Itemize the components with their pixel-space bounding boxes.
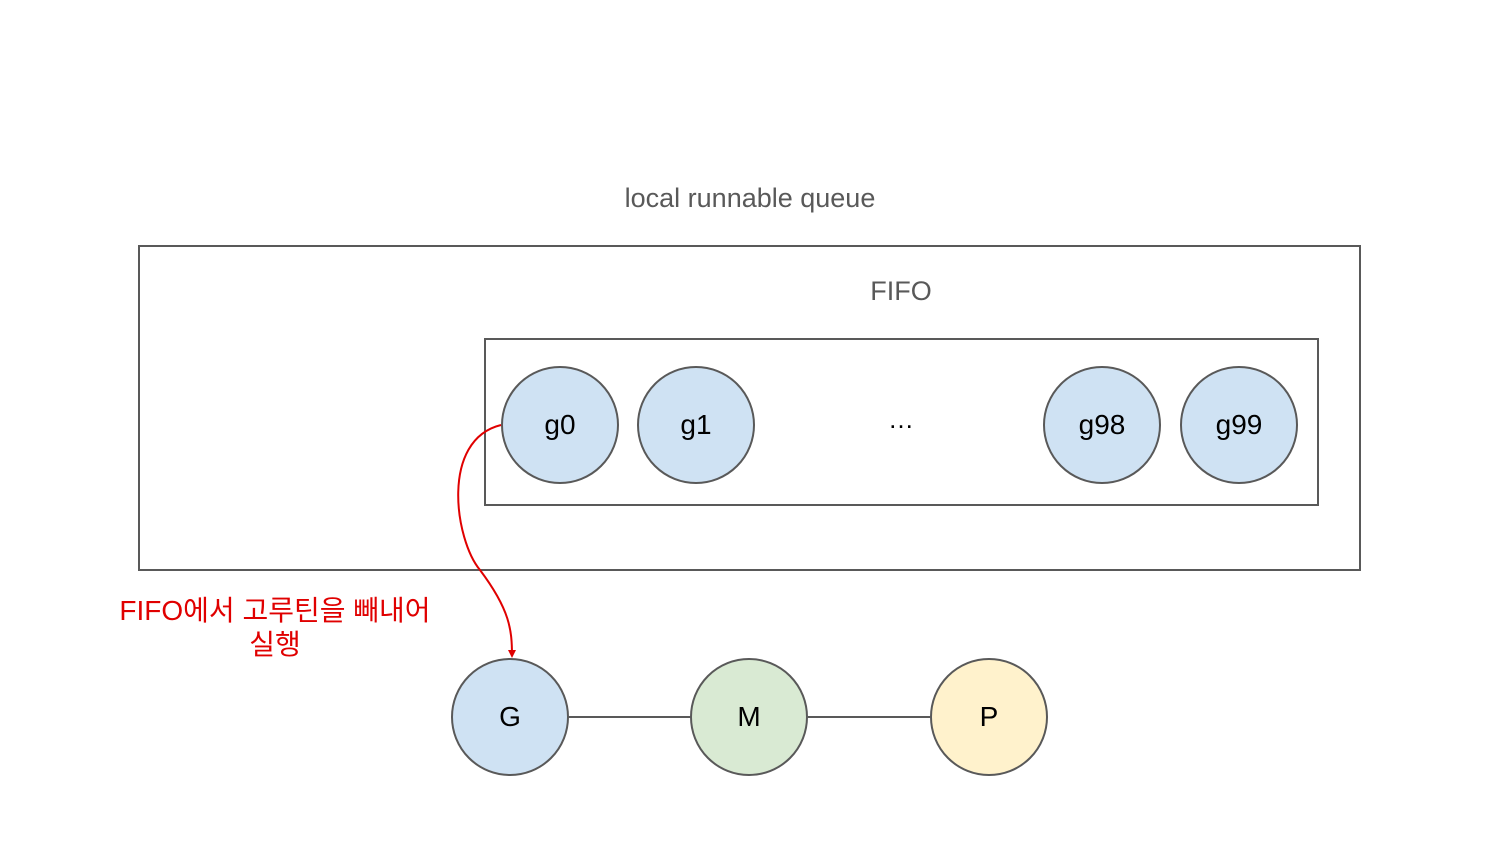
p-node: P <box>930 658 1048 776</box>
goroutine-node-g0: g0 <box>501 366 619 484</box>
goroutine-node-g99: g99 <box>1180 366 1298 484</box>
queue-ellipsis: … <box>888 404 914 434</box>
dequeue-annotation: FIFO에서 고루틴을 빼내어 실행 <box>119 595 431 660</box>
fifo-label: FIFO <box>870 276 932 306</box>
fifo-box <box>484 338 1319 506</box>
goroutine-node-g98: g98 <box>1043 366 1161 484</box>
m-node: M <box>690 658 808 776</box>
local-runnable-queue-box <box>138 245 1361 571</box>
diagram-title: local runnable queue <box>624 183 876 213</box>
g-node: G <box>451 658 569 776</box>
goroutine-node-g1: g1 <box>637 366 755 484</box>
